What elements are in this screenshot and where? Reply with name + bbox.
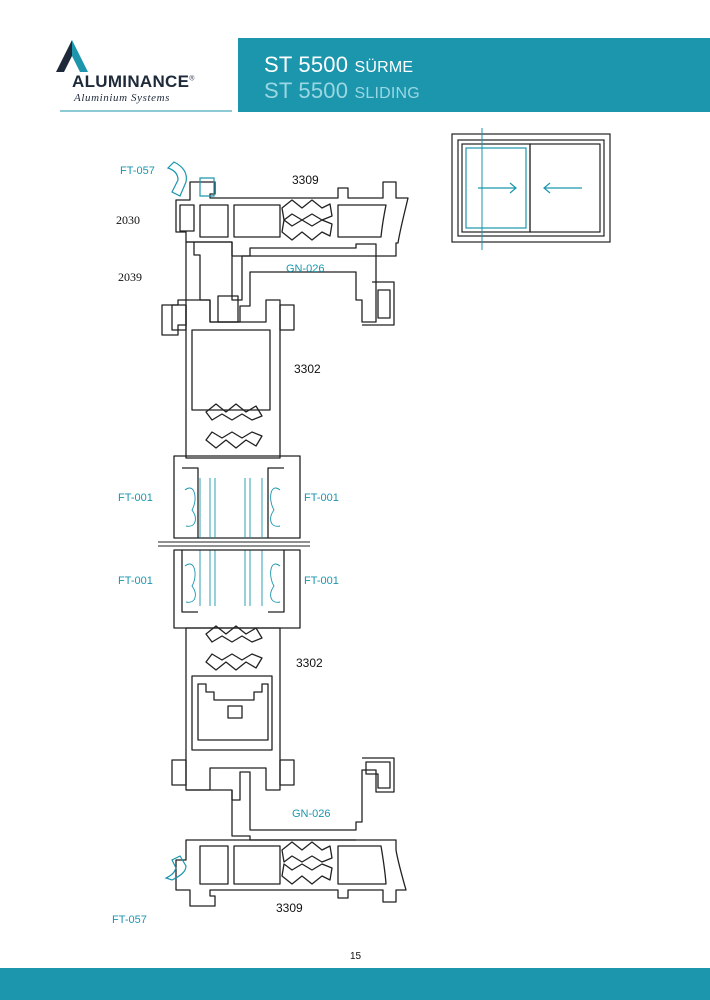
logo-tagline: Aluminium Systems (74, 92, 171, 104)
label-ft001-left-top: FT-001 (118, 492, 153, 504)
label-ft001-right-bottom: FT-001 (304, 575, 339, 587)
footer-band (0, 968, 710, 1000)
logo (0, 38, 232, 112)
arrow-left-icon (543, 182, 582, 194)
label-ft057-bottom: FT-057 (112, 914, 147, 926)
sash-profile-3302-bottom (171, 549, 301, 791)
sash-frame-profile-bottom (186, 757, 395, 841)
page-subtitle: ST 5500 SLIDING (264, 78, 420, 103)
frame-profile-bottom (175, 839, 407, 907)
label-ft057-top: FT-057 (120, 165, 155, 177)
header-band (238, 38, 710, 112)
sash-profile-3302-top (171, 299, 301, 539)
label-3302-bottom: 3302 (296, 656, 323, 670)
arrow-right-icon (478, 182, 517, 194)
glass-bottom (184, 550, 281, 606)
glass-top (184, 478, 281, 538)
label-gn026-bottom: GN-026 (292, 808, 331, 820)
frame-profile-top (175, 181, 409, 257)
label-3302-top: 3302 (294, 362, 321, 376)
page-title: ST 5500 SÜRME (264, 52, 414, 77)
logo-brand: ALUMINANCE® (72, 72, 195, 91)
label-ft001-right-top: FT-001 (304, 492, 339, 504)
page-number: 15 (350, 951, 362, 962)
label-gn026-top: GN-026 (286, 263, 325, 275)
label-3309-top: 3309 (292, 173, 319, 187)
label-2039: 2039 (118, 270, 142, 284)
brush-seals (164, 161, 215, 881)
window-elevation (451, 128, 611, 250)
label-ft001-left-bottom: FT-001 (118, 575, 153, 587)
label-3309-bottom: 3309 (276, 901, 303, 915)
triangle-logo-icon (56, 40, 232, 112)
label-2030: 2030 (116, 213, 140, 227)
